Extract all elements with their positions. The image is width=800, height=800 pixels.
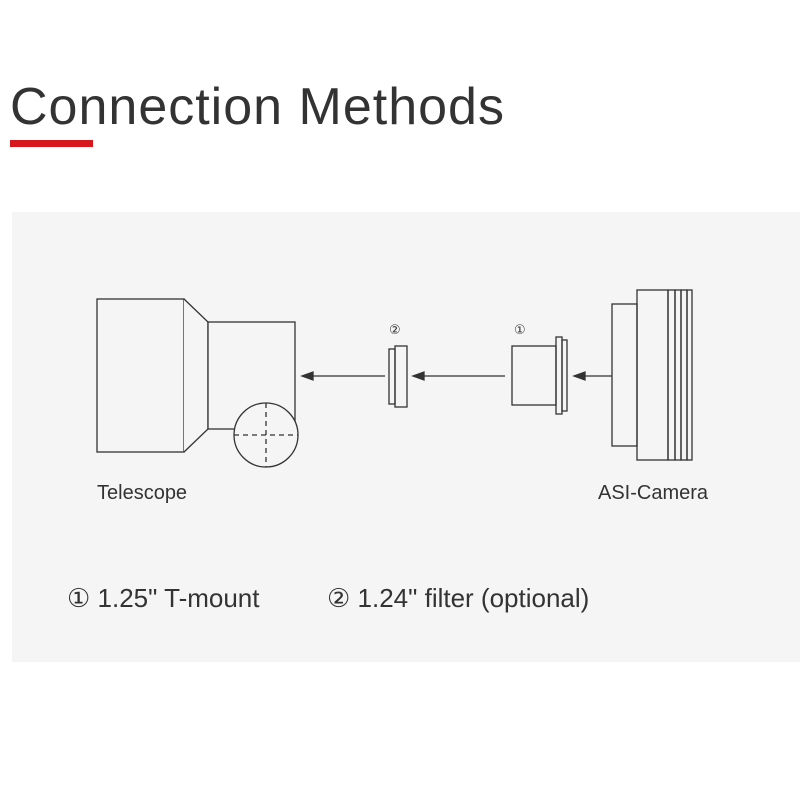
camera-drawing bbox=[611, 289, 693, 461]
tmount-marker: ① bbox=[514, 323, 526, 338]
telescope-drawing bbox=[96, 298, 299, 468]
legend-filter: ② 1.24" filter (optional) bbox=[327, 583, 590, 613]
page-title: Connection Methods bbox=[10, 78, 505, 136]
filter-marker: ② bbox=[389, 323, 401, 338]
camera-label: ASI-Camera bbox=[598, 482, 709, 504]
arrow-filter-to-telescope bbox=[300, 371, 385, 381]
filter-drawing bbox=[388, 345, 408, 408]
telescope-label: Telescope bbox=[97, 482, 188, 504]
arrow-camera-to-tmount bbox=[572, 371, 612, 381]
title-underline bbox=[10, 140, 93, 147]
tmount-drawing bbox=[511, 336, 568, 415]
legend-tmount: ① 1.25" T-mount bbox=[67, 583, 260, 613]
arrow-tmount-to-filter bbox=[411, 371, 505, 381]
